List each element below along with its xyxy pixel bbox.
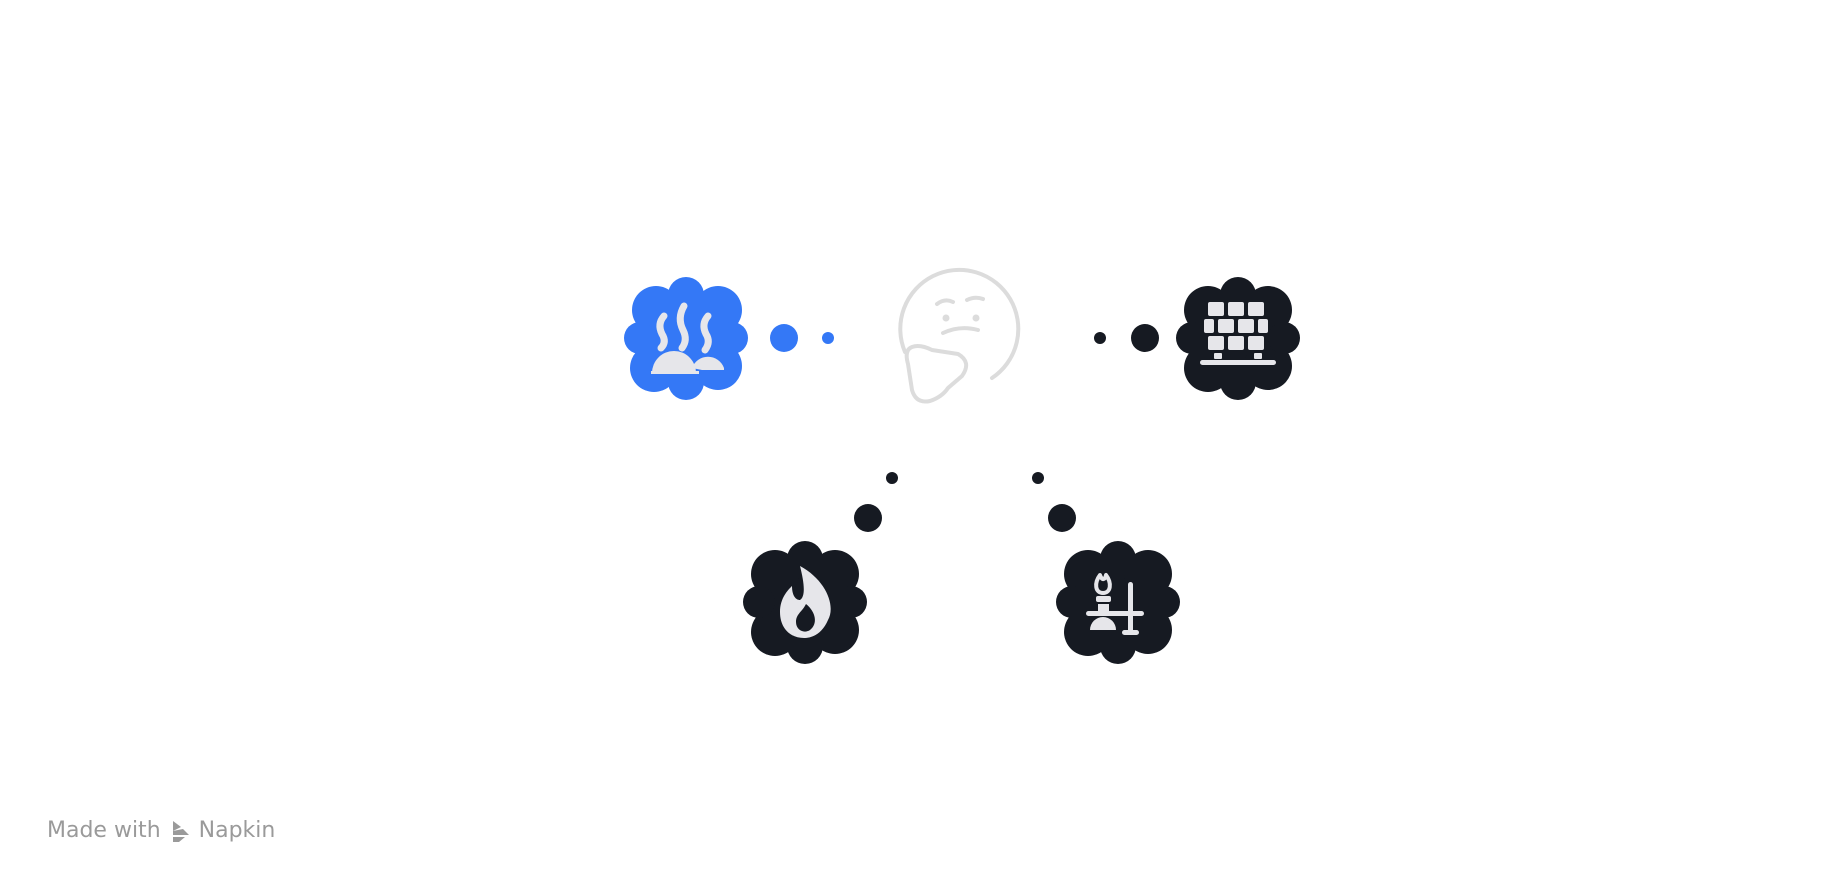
made-with-napkin-watermark: Made with Napkin xyxy=(47,818,275,843)
connector-top-right xyxy=(1094,324,1159,352)
torch-stand-icon xyxy=(1086,573,1144,635)
watermark-prefix: Made with xyxy=(47,818,161,843)
connector-bottom-left xyxy=(854,472,898,532)
napkin-logo-icon xyxy=(172,820,189,842)
thinking-face-icon xyxy=(898,267,1021,404)
flame-icon xyxy=(780,566,831,638)
node-top-left xyxy=(624,277,748,400)
watermark-brand-name: Napkin xyxy=(198,818,276,843)
node-bottom-right xyxy=(1056,541,1180,664)
connector-top-left xyxy=(770,324,834,352)
node-bottom-left xyxy=(743,541,867,664)
node-top-right xyxy=(1176,277,1300,400)
brick-wall-icon xyxy=(1200,302,1276,365)
watermark-brand: Napkin xyxy=(171,818,276,843)
hot-springs-icon xyxy=(651,302,724,374)
connector-bottom-right xyxy=(1032,472,1076,532)
